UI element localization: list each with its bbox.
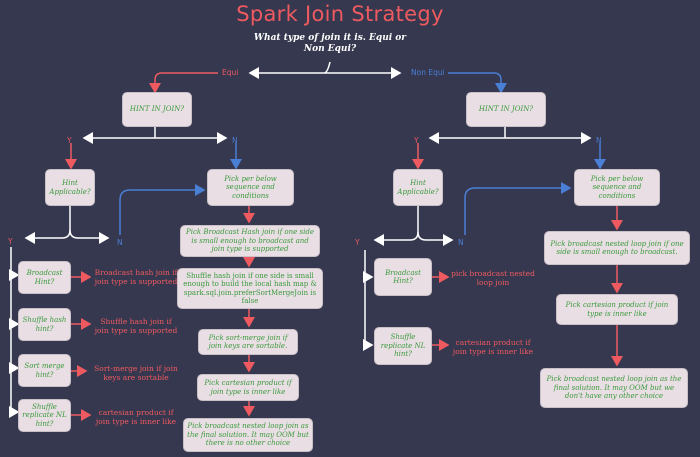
label-y: Y (67, 136, 72, 145)
label-y: Y (414, 136, 419, 145)
equi-pick-sequence-box: Pick per below sequence and conditions (207, 169, 294, 206)
equi-sort-merge-result: Sort-merge join if join keys are sortabl… (94, 364, 178, 382)
root-question: What type of join it is. Equi or Non Equ… (253, 33, 407, 54)
non-equi-hint-applicable-box: Hint Applicable? (393, 169, 443, 206)
equi-sort-merge-hint-box: Sort merge hint? (18, 354, 71, 387)
equi-sequence-step-5: Pick broadcast nested loop join as the f… (183, 418, 313, 452)
equi-shuffle-hash-hint-box: Shuffle hash hint? (18, 308, 71, 341)
equi-sequence-step-4: Pick cartesian product if join type is i… (197, 374, 299, 401)
equi-shuffle-hash-result: Shuffle hash join if join type is suppor… (94, 317, 178, 335)
diagram-title: Spark Join Strategy (236, 2, 444, 26)
label-n: N (596, 136, 602, 145)
equi-sequence-step-1: Pick Broadcast Hash join if one side is … (180, 225, 320, 257)
non-equi-pick-sequence-box: Pick per below sequence and conditions (574, 169, 660, 206)
non-equi-shuffle-replicate-nl-hint-box: Shuffle replicate NL hint? (374, 327, 432, 365)
non-equi-sequence-step-3: Pick broadcast nested loop join as the f… (540, 368, 688, 408)
equi-broadcast-hint-box: Broadcast Hint? (18, 261, 71, 294)
non-equi-sequence-step-1: Pick broadcast nested loop join if one s… (544, 231, 690, 265)
equi-broadcast-result: Broadcast hash join if join type is supp… (94, 268, 178, 286)
equi-sequence-step-2: Shuffle hash join if one side is small e… (177, 268, 323, 309)
label-y: Y (8, 237, 13, 246)
equi-shuffle-replicate-result: cartesian product if join type is inner … (95, 408, 177, 426)
equi-sequence-step-3: Pick sort-merge join if join keys are so… (198, 329, 298, 355)
equi-shuffle-replicate-nl-hint-box: Shuffle replicate NL hint? (18, 399, 71, 432)
label-n: N (117, 238, 123, 247)
equi-hint-applicable-box: Hint Applicable? (45, 169, 95, 206)
non-equi-sequence-step-2: Pick cartesian product if join type is i… (556, 294, 678, 325)
branch-label-non-equi: Non Equi (411, 68, 445, 77)
non-equi-shuffle-replicate-result: cartesian product if join type is inner … (452, 338, 534, 356)
non-equi-broadcast-hint-box: Broadcast Hint? (374, 258, 432, 296)
branch-label-equi: Equi (222, 68, 239, 77)
label-y: Y (355, 238, 360, 247)
label-n: N (232, 136, 238, 145)
non-equi-hint-box: HINT IN JOIN? (466, 92, 546, 127)
label-n: N (458, 238, 464, 247)
non-equi-broadcast-result: pick broadcast nested loop join (451, 269, 535, 287)
equi-hint-box: HINT IN JOIN? (122, 92, 192, 127)
